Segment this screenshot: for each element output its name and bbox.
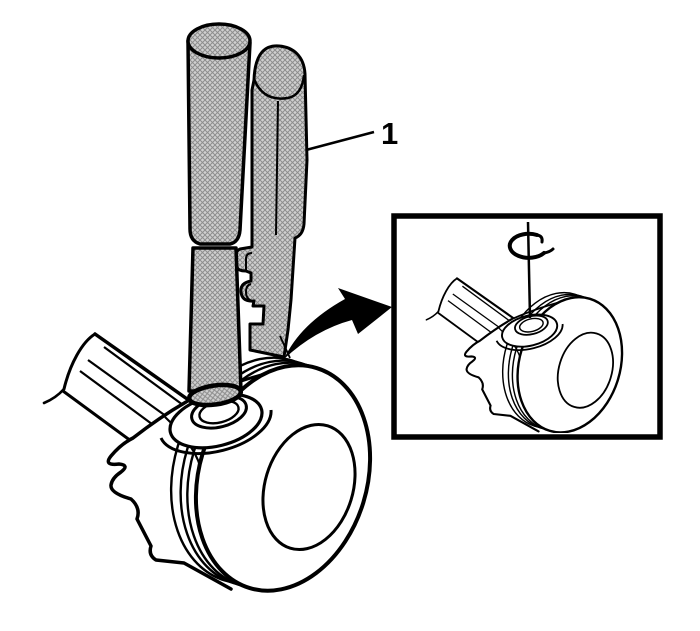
pin-driver-handle (186, 22, 252, 246)
detail-inset (391, 213, 663, 440)
inset-border (391, 213, 663, 440)
curved-arrow-icon (279, 288, 392, 359)
inset-piston-assembly (425, 277, 640, 433)
callout-leader-line (305, 130, 375, 152)
callout-label: 1 (381, 116, 398, 151)
guide-wire (526, 221, 532, 319)
retaining-ring-icon (507, 231, 555, 260)
pin-driver-shaft (186, 246, 244, 408)
